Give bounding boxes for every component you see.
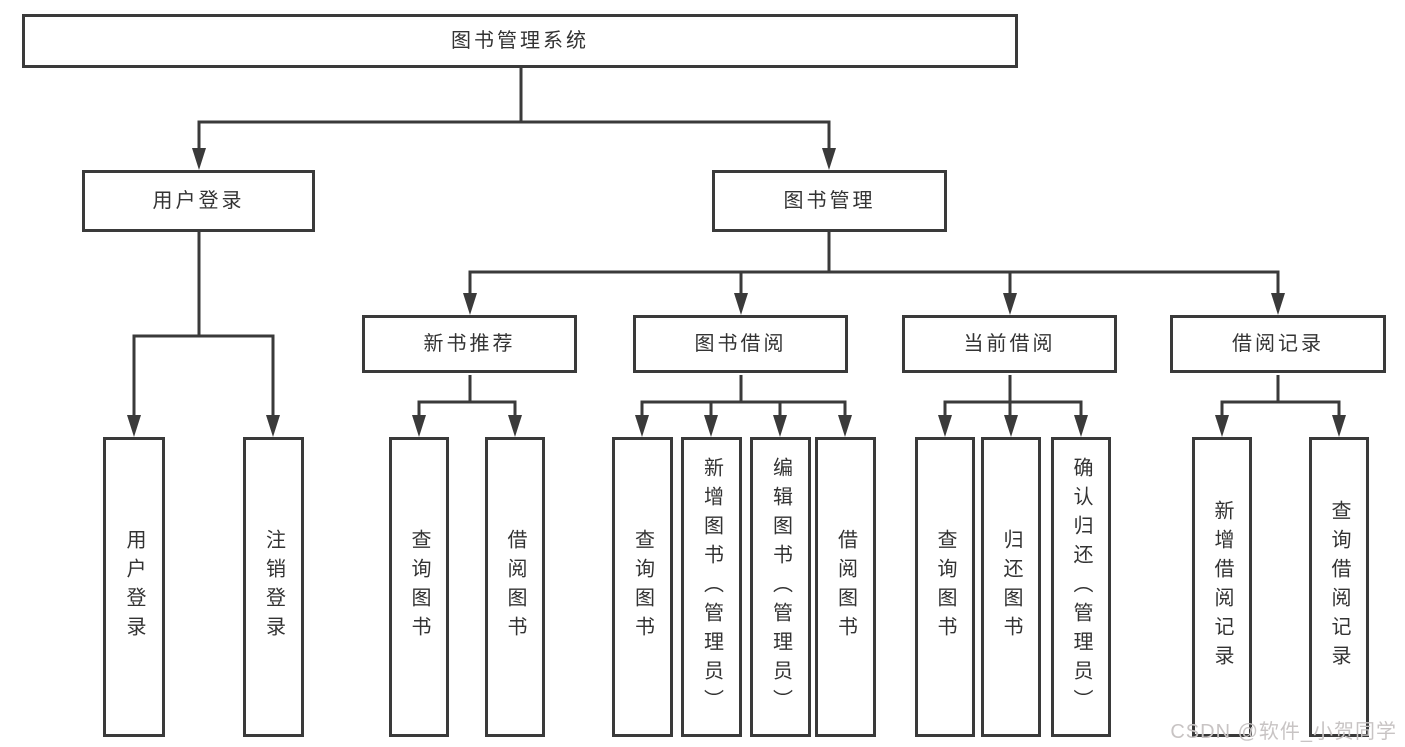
leaf-cb-query-books: 查询图书 bbox=[915, 437, 975, 737]
leaf-bb-query-books-label: 查询图书 bbox=[631, 529, 654, 645]
node-borrow-records-label: 借阅记录 bbox=[1232, 333, 1324, 355]
connector-current-borrowing-to-leaves bbox=[943, 375, 1083, 418]
node-book-borrowing: 图书借阅 bbox=[633, 315, 848, 373]
arrowheads-current-borrowing-to-leaves bbox=[938, 415, 1088, 437]
node-user-login-label: 用户登录 bbox=[152, 190, 245, 212]
connector-borrow-records-to-leaves bbox=[1220, 375, 1341, 418]
leaf-cb-return-books-label: 归还图书 bbox=[1000, 529, 1022, 645]
arrowheads-book-borrowing-to-leaves bbox=[635, 415, 852, 437]
leaf-bb-add-books-admin: 新增图书（管理员） bbox=[681, 437, 742, 737]
node-root: 图书管理系统 bbox=[22, 14, 1018, 68]
node-user-login: 用户登录 bbox=[82, 170, 315, 232]
leaf-bb-borrow-books-label: 借阅图书 bbox=[834, 529, 857, 645]
leaf-br-query-record: 查询借阅记录 bbox=[1309, 437, 1369, 737]
leaf-cb-confirm-return-admin: 确认归还（管理员） bbox=[1051, 437, 1111, 737]
leaf-br-query-record-label: 查询借阅记录 bbox=[1328, 500, 1350, 674]
arrowheads-new-book-recommend-to-leaves bbox=[412, 415, 522, 437]
leaf-bb-borrow-books: 借阅图书 bbox=[815, 437, 876, 737]
arrowheads-root-to-level2 bbox=[192, 148, 836, 170]
node-book-management-label: 图书管理 bbox=[783, 190, 876, 212]
arrowheads-borrow-records-to-leaves bbox=[1215, 415, 1346, 437]
node-current-borrowing: 当前借阅 bbox=[902, 315, 1117, 373]
leaf-bb-add-books-admin-label: 新增图书（管理员） bbox=[700, 456, 723, 718]
node-book-management: 图书管理 bbox=[712, 170, 947, 232]
leaf-bb-query-books: 查询图书 bbox=[612, 437, 673, 737]
connector-user-login-to-leaves bbox=[132, 232, 275, 417]
arrowheads-user-login-to-leaves bbox=[127, 415, 280, 437]
node-root-label: 图书管理系统 bbox=[451, 30, 589, 52]
leaf-nb-query-books-label: 查询图书 bbox=[408, 529, 430, 645]
arrowheads-book-management-to-level3 bbox=[463, 293, 1285, 315]
leaf-br-add-record: 新增借阅记录 bbox=[1192, 437, 1252, 737]
node-borrow-records: 借阅记录 bbox=[1170, 315, 1386, 373]
leaf-cb-return-books: 归还图书 bbox=[981, 437, 1041, 737]
node-book-borrowing-label: 图书借阅 bbox=[694, 333, 787, 355]
connector-book-borrowing-to-leaves bbox=[640, 375, 847, 418]
connector-root-to-level2 bbox=[197, 68, 831, 150]
leaf-logout: 注销登录 bbox=[243, 437, 304, 737]
leaf-nb-borrow-books: 借阅图书 bbox=[485, 437, 545, 737]
connector-new-book-recommend-to-leaves bbox=[417, 375, 517, 418]
leaf-bb-edit-books-admin: 编辑图书（管理员） bbox=[750, 437, 811, 737]
node-current-borrowing-label: 当前借阅 bbox=[963, 333, 1056, 355]
leaf-nb-borrow-books-label: 借阅图书 bbox=[504, 529, 526, 645]
node-new-book-recommend-label: 新书推荐 bbox=[423, 333, 516, 355]
node-new-book-recommend: 新书推荐 bbox=[362, 315, 577, 373]
leaf-user-login-label: 用户登录 bbox=[123, 529, 145, 645]
leaf-br-add-record-label: 新增借阅记录 bbox=[1211, 500, 1233, 674]
leaf-user-login: 用户登录 bbox=[103, 437, 165, 737]
leaf-nb-query-books: 查询图书 bbox=[389, 437, 449, 737]
connector-book-management-to-level3 bbox=[468, 232, 1280, 297]
leaf-cb-confirm-return-admin-label: 确认归还（管理员） bbox=[1070, 456, 1092, 718]
leaf-bb-edit-books-admin-label: 编辑图书（管理员） bbox=[769, 456, 792, 718]
leaf-logout-label: 注销登录 bbox=[262, 529, 285, 645]
leaf-cb-query-books-label: 查询图书 bbox=[934, 529, 956, 645]
csdn-watermark: CSDN @软件_小贺同学 bbox=[1170, 721, 1397, 743]
